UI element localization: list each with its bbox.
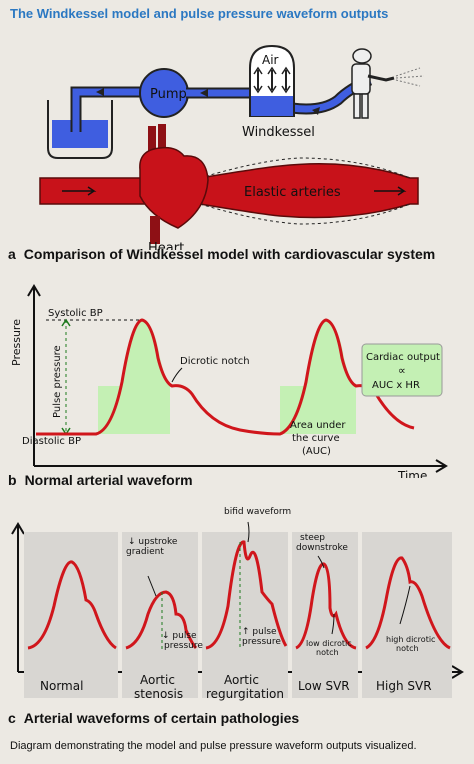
panel-aortic-stenosis (122, 532, 198, 698)
auc-label-line2: the curve (292, 433, 340, 444)
normal-waveform-line (36, 318, 415, 436)
waveform-normal (27, 560, 117, 650)
windkessel-chamber (249, 44, 295, 117)
aortic-regurg-title-1: Aortic (224, 673, 259, 687)
windkessel-label: Windkessel (242, 125, 315, 140)
auc-label-line3: (AUC) (302, 446, 331, 457)
windkessel-illustration: Pump Air Windkessel Elastic arteries Hea… (39, 44, 425, 250)
waveform-aortic-regurgitation (205, 540, 288, 650)
aortic-stenosis-title-1: Aortic (140, 673, 175, 687)
pipe-system (70, 68, 373, 132)
pump-label: Pump (150, 87, 187, 102)
x-axis-label: Time (397, 469, 427, 478)
pp-up-line2: pressure (242, 637, 281, 647)
waveform-high-svr (365, 556, 451, 650)
bifid-label: bifid waveform (224, 507, 291, 517)
normal-title: Normal (40, 679, 83, 693)
low-dicrotic-line1: low dicrotic (306, 639, 352, 648)
upstroke-line2: gradient (126, 547, 164, 557)
heart-drawing (139, 124, 209, 244)
waveform-aortic-stenosis (125, 590, 198, 650)
air-label: Air (262, 53, 279, 67)
elastic-arteries-label: Elastic arteries (244, 185, 341, 200)
y-axis-label: Pressure (10, 319, 23, 366)
low-dicrotic-line2: notch (316, 648, 339, 657)
pp-down-line2: pressure (164, 641, 203, 651)
waveform-low-svr (295, 562, 357, 650)
steep-line2: downstroke (296, 543, 348, 553)
cardiac-output-box (361, 343, 443, 397)
normal-waveform-plot: Pressure Time Systolic BP Diastolic BP P… (10, 284, 448, 478)
panel-low-svr (292, 532, 358, 698)
high-dicrotic-line2: notch (396, 644, 419, 653)
diastolic-label: Diastolic BP (22, 436, 81, 447)
systolic-label: Systolic BP (48, 308, 103, 319)
high-svr-title: High SVR (376, 679, 432, 693)
pulse-pressure-label: Pulse pressure (52, 345, 63, 418)
upstroke-line1: ↓ upstroke (128, 537, 178, 547)
firefighter-figure (351, 48, 425, 119)
figure-caption: Diagram demonstrating the model and puls… (10, 740, 417, 752)
artery-tube (39, 157, 419, 225)
heart-label: Heart (148, 241, 184, 250)
figure-title: The Windkessel model and pulse pressure … (10, 6, 389, 21)
high-dicrotic-line1: high dicrotic (386, 635, 435, 644)
cardiac-output-line1: Cardiac output (366, 352, 440, 363)
cardiac-output-line2: ∝ (398, 364, 406, 377)
pathology-waveforms: ↓ upstroke gradient ↓ pulse pressure bif… (11, 507, 464, 701)
steep-line1: steep (300, 533, 325, 543)
aortic-stenosis-title-2: stenosis (134, 687, 183, 701)
dicrotic-notch-label: Dicrotic notch (180, 356, 250, 367)
low-svr-title: Low SVR (298, 679, 350, 693)
cardiac-output-line3: AUC x HR (372, 380, 420, 391)
aortic-regurg-title-2: regurgitation (206, 687, 284, 701)
pp-up-line1: ↑ pulse (242, 627, 277, 637)
pp-down-line1: ↓ pulse (162, 631, 197, 641)
panel-high-svr (362, 532, 452, 698)
auc-label-line1: Area under (290, 420, 346, 431)
panel-normal (24, 532, 118, 698)
